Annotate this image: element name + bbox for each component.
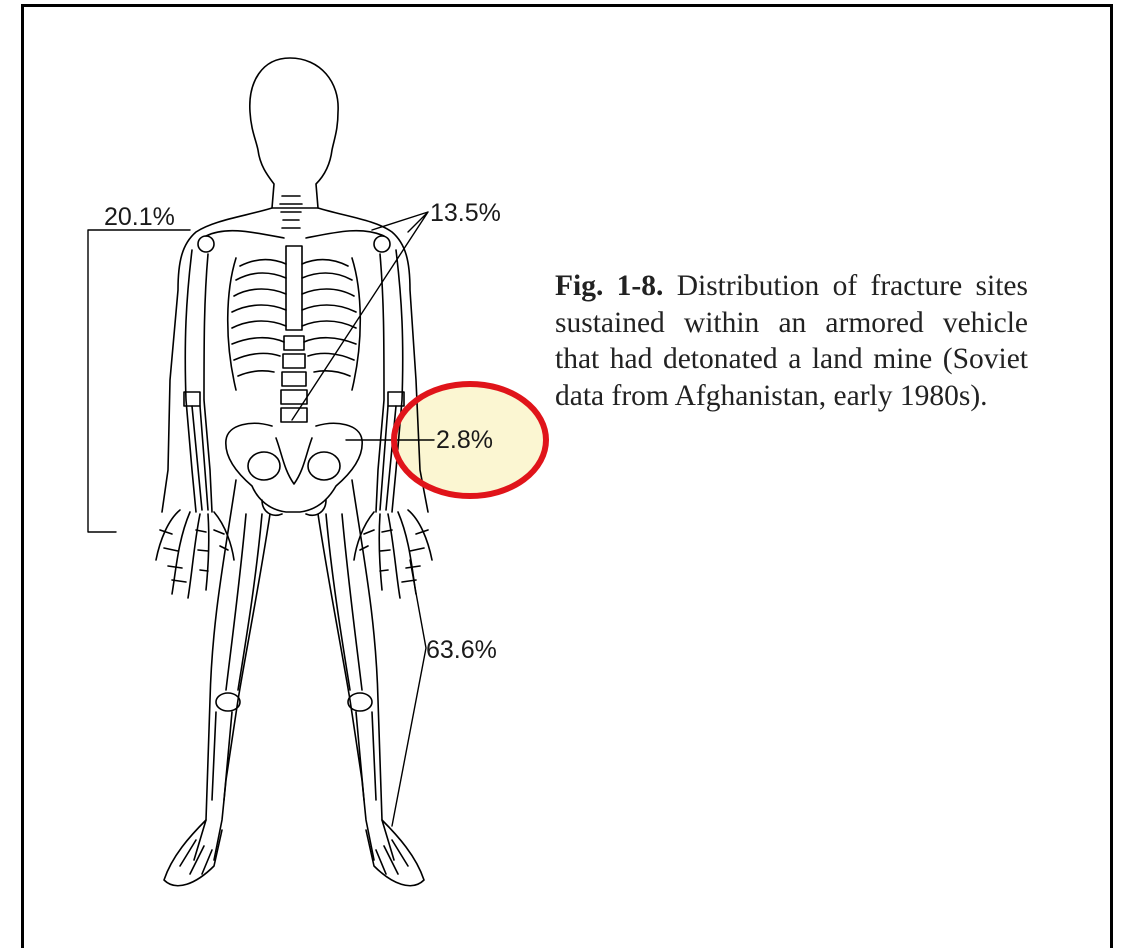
label-lower-limbs: 63.6% <box>426 638 497 663</box>
legs <box>194 480 394 860</box>
torso-outline <box>162 208 428 512</box>
label-pelvis: 2.8% <box>436 428 493 453</box>
head-outline <box>250 58 338 208</box>
figure-label: Fig. 1-8. <box>555 270 663 302</box>
pelvis <box>226 423 362 515</box>
clavicles <box>206 231 384 238</box>
lumbar-spine <box>281 336 307 422</box>
label-spine-thorax: 13.5% <box>430 201 501 226</box>
right-hand <box>354 510 432 598</box>
lower-limb-leader-lines <box>392 560 426 826</box>
cervical-spine <box>280 196 302 228</box>
left-hand <box>156 510 234 598</box>
spine-leader-lines <box>292 212 428 420</box>
left-arm <box>184 250 212 512</box>
upper-limb-bracket <box>88 230 190 532</box>
figure-caption: Fig. 1-8. Distribution of fracture sites… <box>555 268 1028 414</box>
label-upper-limbs: 20.1% <box>104 205 175 230</box>
right-arm <box>376 250 404 512</box>
